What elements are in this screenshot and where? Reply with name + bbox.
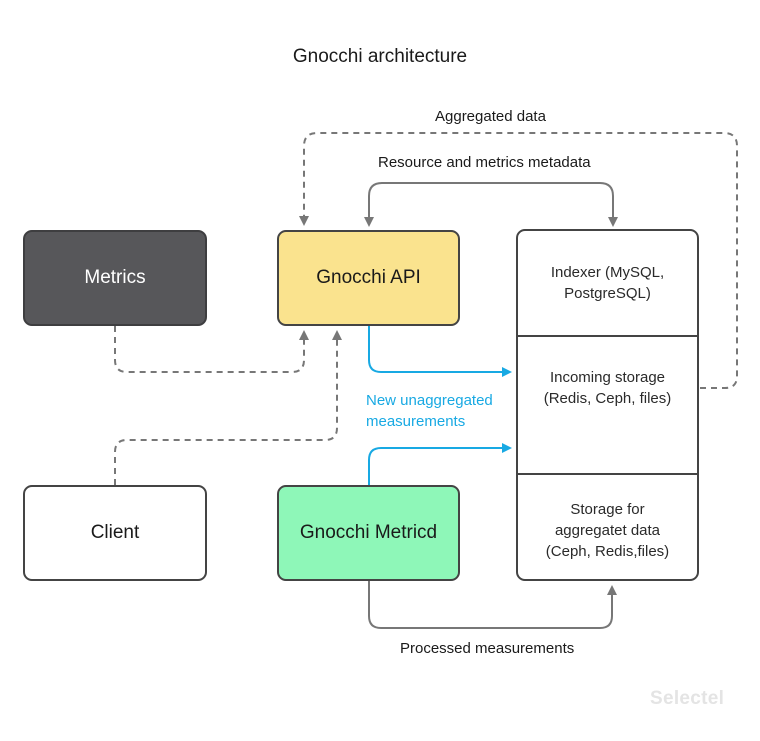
node-client: Client [23, 485, 207, 581]
node-gnocchi-metricd: Gnocchi Metricd [277, 485, 460, 581]
node-client-label: Client [90, 522, 140, 543]
edge-api-to-incoming [368, 326, 512, 377]
label-processed-measurements: Processed measurements [400, 640, 575, 657]
node-storage-stack: Indexer (MySQL, PostgreSQL) Incoming sto… [516, 229, 699, 581]
watermark-logo: Selectel [650, 688, 725, 709]
cell-aggregated-storage: Storage for aggregatet data (Ceph, Redis… [545, 501, 670, 560]
node-gnocchi-api: Gnocchi API [277, 230, 460, 326]
edge-processed-measurements [368, 581, 617, 629]
edge-resource-metadata [364, 182, 618, 227]
edge-metrics-to-api [114, 326, 309, 373]
label-new-unaggregated: New unaggregated measurements [366, 392, 493, 430]
diagram-title: Gnocchi architecture [292, 46, 468, 67]
cell-incoming-storage: Incoming storage (Redis, Ceph, files) [518, 337, 697, 475]
label-aggregated-data: Aggregated data [435, 108, 546, 125]
node-gnocchi-api-label: Gnocchi API [316, 267, 421, 288]
label-resource-metadata: Resource and metrics metadata [378, 154, 591, 171]
edge-client-to-api [114, 330, 342, 485]
edge-aggregated-data [299, 132, 738, 389]
edge-metricd-to-incoming [368, 443, 512, 485]
node-gnocchi-metricd-label: Gnocchi Metricd [299, 522, 438, 543]
cell-indexer: Indexer (MySQL, PostgreSQL) [518, 231, 697, 337]
node-metrics: Metrics [23, 230, 207, 326]
node-metrics-label: Metrics [84, 267, 146, 288]
